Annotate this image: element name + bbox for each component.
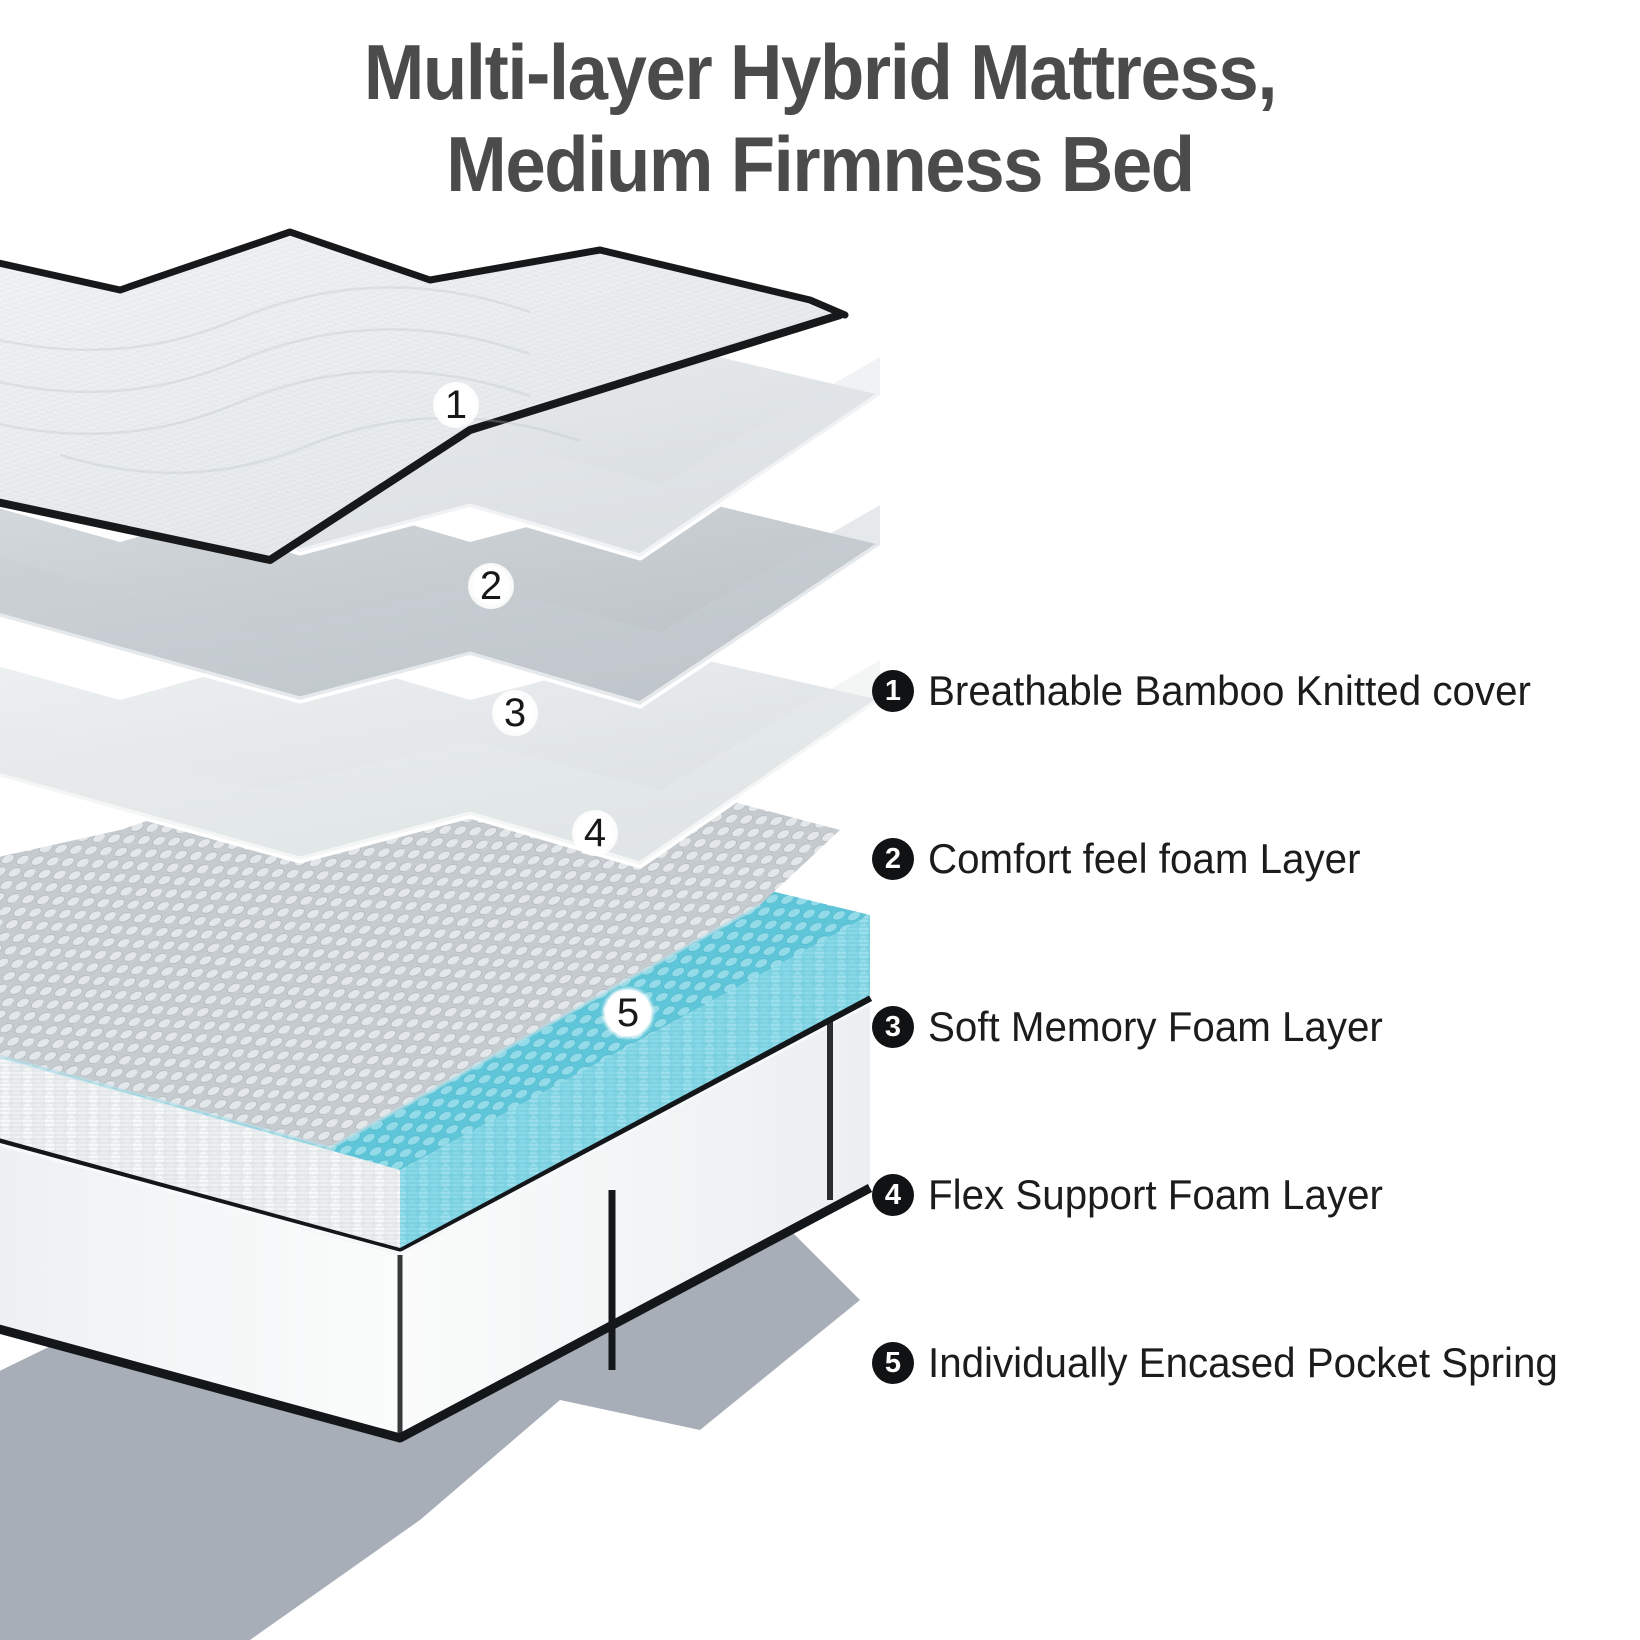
legend-item-2: 2 Comfort feel foam Layer bbox=[872, 828, 1612, 890]
legend-bullet-1: 1 bbox=[872, 670, 914, 712]
callout-1: 1 bbox=[433, 382, 479, 428]
page-title-line-1: Multi-layer Hybrid Mattress, bbox=[363, 28, 1278, 116]
legend-item-5: 5 Individually Encased Pocket Spring bbox=[872, 1332, 1612, 1394]
callout-4: 4 bbox=[572, 810, 618, 856]
legend-label-4: Flex Support Foam Layer bbox=[928, 1171, 1383, 1218]
layer-bamboo-knit-cover bbox=[0, 228, 849, 564]
legend-bullet-5: 5 bbox=[872, 1342, 914, 1384]
legend-label-5: Individually Encased Pocket Spring bbox=[928, 1339, 1558, 1386]
callout-5: 5 bbox=[605, 990, 651, 1036]
layer-legend: 1 Breathable Bamboo Knitted cover 2 Comf… bbox=[872, 660, 1612, 1394]
legend-label-1: Breathable Bamboo Knitted cover bbox=[928, 667, 1531, 714]
legend-item-3: 3 Soft Memory Foam Layer bbox=[872, 996, 1612, 1058]
legend-item-1: 1 Breathable Bamboo Knitted cover bbox=[872, 660, 1612, 722]
legend-bullet-3: 3 bbox=[872, 1006, 914, 1048]
legend-item-4: 4 Flex Support Foam Layer bbox=[872, 1164, 1612, 1226]
callout-2: 2 bbox=[468, 563, 514, 609]
legend-label-2: Comfort feel foam Layer bbox=[928, 835, 1361, 882]
mattress-exploded-diagram: 1 2 3 4 5 bbox=[0, 228, 882, 1640]
legend-bullet-2: 2 bbox=[872, 838, 914, 880]
callout-3: 3 bbox=[492, 690, 538, 736]
page-title: Multi-layer Hybrid Mattress, Medium Firm… bbox=[0, 26, 1640, 210]
legend-label-3: Soft Memory Foam Layer bbox=[928, 1003, 1383, 1050]
page-title-line-2: Medium Firmness Bed bbox=[446, 120, 1195, 208]
mattress-base-box bbox=[0, 993, 873, 1443]
legend-bullet-4: 4 bbox=[872, 1174, 914, 1216]
layer-flex-support-foam bbox=[0, 650, 882, 869]
